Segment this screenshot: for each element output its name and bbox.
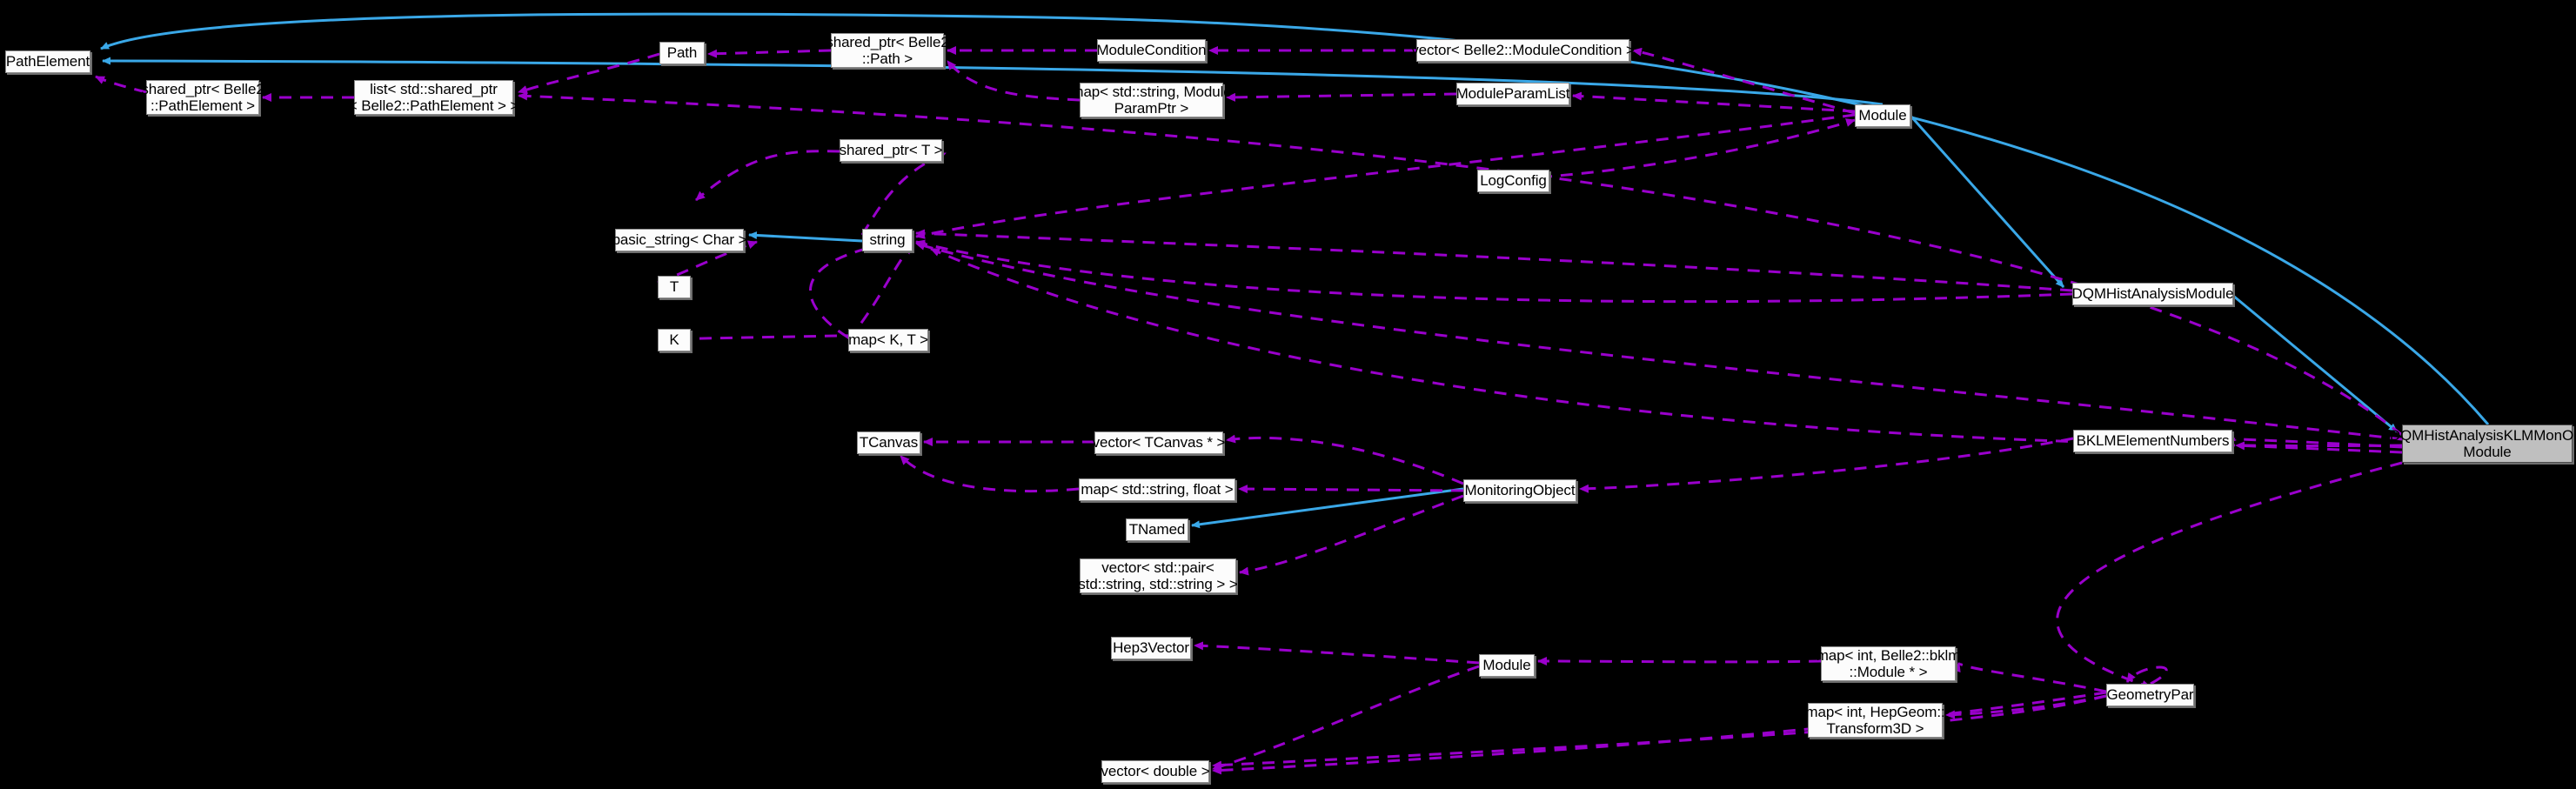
node-map-int-bklm-module-ptr[interactable]: map< int, Belle2::bklm ::Module * > bbox=[1817, 646, 1960, 681]
node-label: DQMHistAnalysisKLMMonObj Module bbox=[2389, 426, 2576, 460]
node-shared-ptr-path[interactable]: shared_ptr< Belle2 ::Path > bbox=[826, 33, 949, 68]
node-label: map< int, Belle2::bklm ::Module * > bbox=[1816, 646, 1961, 680]
node-pathelement[interactable]: PathElement bbox=[5, 50, 90, 73]
node-label: shared_ptr< T > bbox=[839, 142, 943, 159]
node-shared-ptr-pathelement[interactable]: shared_ptr< Belle2 ::PathElement > bbox=[141, 80, 264, 115]
node-label: TCanvas bbox=[859, 434, 919, 451]
node-shared-ptr-t[interactable]: shared_ptr< T > bbox=[839, 139, 943, 162]
node-logconfig[interactable]: LogConfig bbox=[1477, 170, 1549, 192]
node-map-k-t[interactable]: map< K, T > bbox=[848, 329, 928, 351]
node-map-string-moduleparamptr[interactable]: map< std::string, Module ParamPtr > bbox=[1071, 83, 1232, 117]
node-label: Module bbox=[1858, 107, 1907, 124]
node-label: TNamed bbox=[1128, 521, 1186, 538]
usage-edges bbox=[95, 46, 2403, 775]
node-label: vector< Belle2::ModuleCondition > bbox=[1411, 42, 1635, 59]
node-label: map< std::string, float > bbox=[1081, 481, 1234, 498]
node-label: Hep3Vector bbox=[1113, 639, 1189, 657]
node-label: T bbox=[669, 278, 679, 296]
node-label: DQMHistAnalysisModule bbox=[2071, 285, 2234, 303]
node-module[interactable]: Module bbox=[1855, 104, 1910, 127]
node-label: map< std::string, Module ParamPtr > bbox=[1071, 83, 1232, 117]
node-map-int-hepgeom-transform3d[interactable]: map< int, HepGeom:: Transform3D > bbox=[1805, 703, 1945, 738]
node-vector-double[interactable]: vector< double > bbox=[1101, 760, 1210, 783]
node-moduleparamlist[interactable]: ModuleParamList bbox=[1455, 83, 1570, 105]
node-map-string-float[interactable]: map< std::string, float > bbox=[1079, 478, 1235, 501]
node-string[interactable]: string bbox=[862, 229, 913, 251]
node-basic-string[interactable]: basic_string< Char > bbox=[612, 229, 747, 251]
node-vector-tcanvas-ptr[interactable]: vector< TCanvas * > bbox=[1092, 431, 1226, 454]
node-label: Path bbox=[666, 44, 698, 62]
node-t[interactable]: T bbox=[658, 276, 691, 298]
node-dqmhistanalysismodule[interactable]: DQMHistAnalysisModule bbox=[2071, 283, 2234, 305]
node-label: map< K, T > bbox=[848, 331, 928, 349]
node-tcanvas[interactable]: TCanvas bbox=[857, 431, 920, 454]
node-hep3vector[interactable]: Hep3Vector bbox=[1111, 637, 1191, 659]
node-label: K bbox=[669, 331, 679, 349]
node-list-shared-ptr-pathelement[interactable]: list< std::shared_ptr < Belle2::PathElem… bbox=[349, 80, 519, 115]
node-label: vector< std::pair< std::string, std::str… bbox=[1078, 558, 1238, 592]
node-label: ModuleCondition bbox=[1096, 42, 1207, 59]
node-k[interactable]: K bbox=[658, 329, 691, 351]
node-label: vector< double > bbox=[1101, 763, 1210, 780]
node-label: MonitoringObject bbox=[1464, 482, 1576, 499]
node-label: vector< TCanvas * > bbox=[1092, 434, 1226, 451]
node-label: ModuleParamList bbox=[1455, 85, 1570, 103]
node-dqmhistanalysisklmmonobjmodule[interactable]: DQMHistAnalysisKLMMonObj Module bbox=[2390, 425, 2576, 463]
node-label: PathElement bbox=[5, 53, 90, 70]
node-label: list< std::shared_ptr < Belle2::PathElem… bbox=[348, 80, 519, 114]
node-label: basic_string< Char > bbox=[612, 231, 747, 249]
node-label: shared_ptr< Belle2 ::Path > bbox=[826, 33, 949, 67]
node-label: shared_ptr< Belle2 ::PathElement > bbox=[141, 80, 264, 114]
node-geometrypar[interactable]: GeometryPar bbox=[2106, 684, 2194, 706]
node-label: LogConfig bbox=[1480, 172, 1547, 190]
node-label: GeometryPar bbox=[2106, 686, 2194, 704]
node-path[interactable]: Path bbox=[659, 42, 705, 64]
node-bklmelementnumbers[interactable]: BKLMElementNumbers bbox=[2073, 430, 2232, 452]
node-bklm-module[interactable]: Module bbox=[1479, 654, 1535, 677]
node-modulecondition[interactable]: ModuleCondition bbox=[1096, 39, 1207, 62]
node-tnamed[interactable]: TNamed bbox=[1126, 518, 1188, 541]
node-label: BKLMElementNumbers bbox=[2076, 432, 2230, 450]
node-vector-pair-string-string[interactable]: vector< std::pair< std::string, std::str… bbox=[1078, 558, 1238, 593]
node-label: map< int, HepGeom:: Transform3D > bbox=[1805, 703, 1945, 737]
node-label: Module bbox=[1482, 657, 1531, 674]
node-label: string bbox=[869, 231, 906, 249]
node-vector-modulecondition[interactable]: vector< Belle2::ModuleCondition > bbox=[1411, 39, 1635, 62]
node-monitoringobject[interactable]: MonitoringObject bbox=[1463, 479, 1576, 502]
